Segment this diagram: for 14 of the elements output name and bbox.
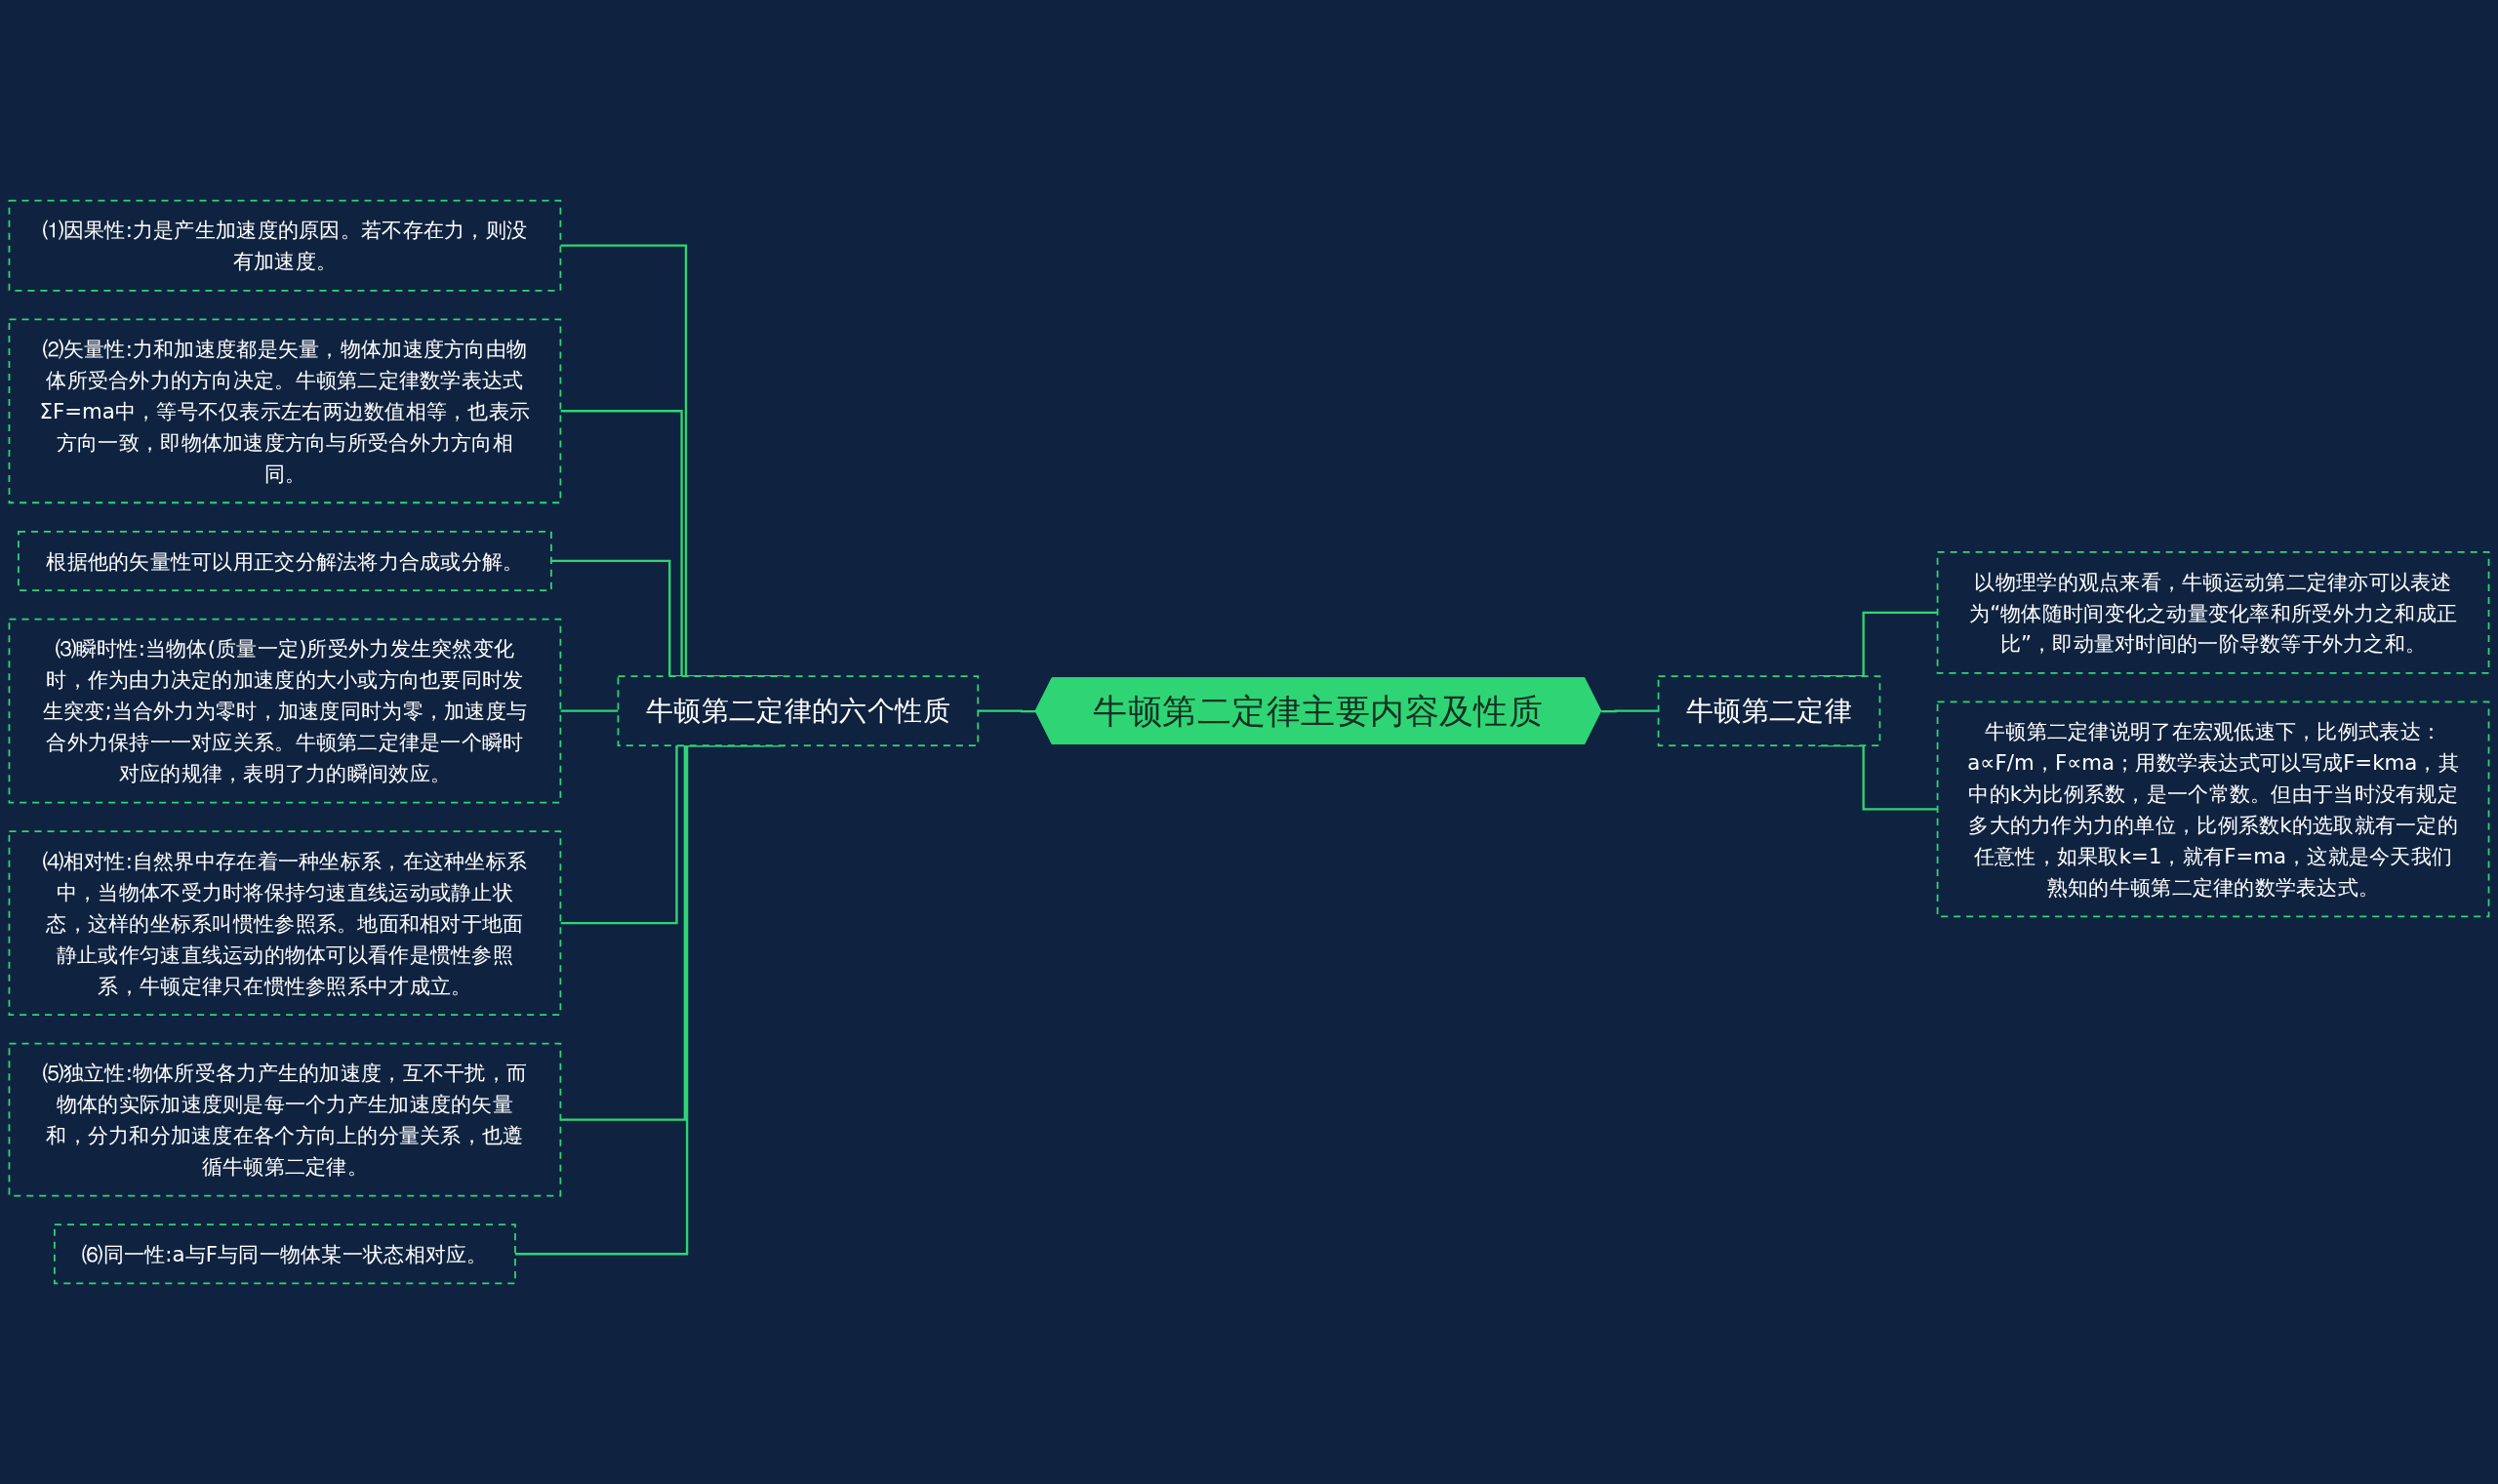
node-box: ⑷相对性:自然界中存在着一种坐标系，在这种坐标系中，当物体不受力时将保持匀速直线运动或静止状态，这样的坐标系叫惯性参照系。地面和相对于地面静止或作匀速直线运动的物体可以看作是惯性参照系，牛顿定律只在惯性参照系中才成立。: [8, 830, 562, 1016]
node-box: 以物理学的观点来看，牛顿运动第二定律亦可以表述为“物体随时间变化之动量变化率和所受外力之和成正比”，即动量对时间的一阶导数等于外力之和。: [1936, 550, 2490, 674]
node-box: ⑸独立性:物体所受各力产生的加速度，互不干扰，而物体的实际加速度则是每一个力产生加速度的矢量和，分力和分加速度在各个方向上的分量关系，也遵循牛顿第二定律。: [8, 1042, 562, 1197]
connector: [560, 709, 619, 712]
connector: [978, 709, 1036, 713]
node-box: ⑶瞬时性:当物体(质量一定)所受外力发生突然变化时，作为由力决定的加速度的大小或方向也要同时发生突变;当合外力为零时，加速度同时为零，加速度与合外力保持一一对应关系。牛顿第二定律是一个瞬时对应的规律，表明了力的瞬间效应。: [8, 618, 562, 804]
node-box: 牛顿第二定律说明了在宏观低速下，比例式表达：a∝F/m，F∝ma；用数学表达式可以写成F=kma，其中的k为比例系数，是一个常数。但由于当时没有规定多大的力作为力的单位，比例系数k的选取就有一定的任意性，如果取k=1，就有F=ma，这就是今天我们熟知的牛顿第二定律的数学表达式。: [1936, 701, 2490, 918]
connector: [1601, 709, 1659, 713]
node-box: ⑹同一性:a与F与同一物体某一状态相对应。: [54, 1223, 516, 1285]
node-box: 牛顿第二定律的六个性质: [617, 675, 980, 746]
node-box: ⑵矢量性:力和加速度都是矢量，物体加速度方向由物体所受合外力的方向决定。牛顿第二定律数学表达式ΣF=ma中，等号不仅表示左右两边数值相等，也表示方向一致，即物体加速度方向与所受合外力方向相同。: [8, 318, 562, 504]
node-box: 根据他的矢量性可以用正交分解法将力合成或分解。: [18, 530, 552, 591]
node-box: 牛顿第二定律: [1657, 675, 1881, 746]
node-box: ⑴因果性:力是产生加速度的原因。若不存在力，则没有加速度。: [8, 199, 562, 292]
